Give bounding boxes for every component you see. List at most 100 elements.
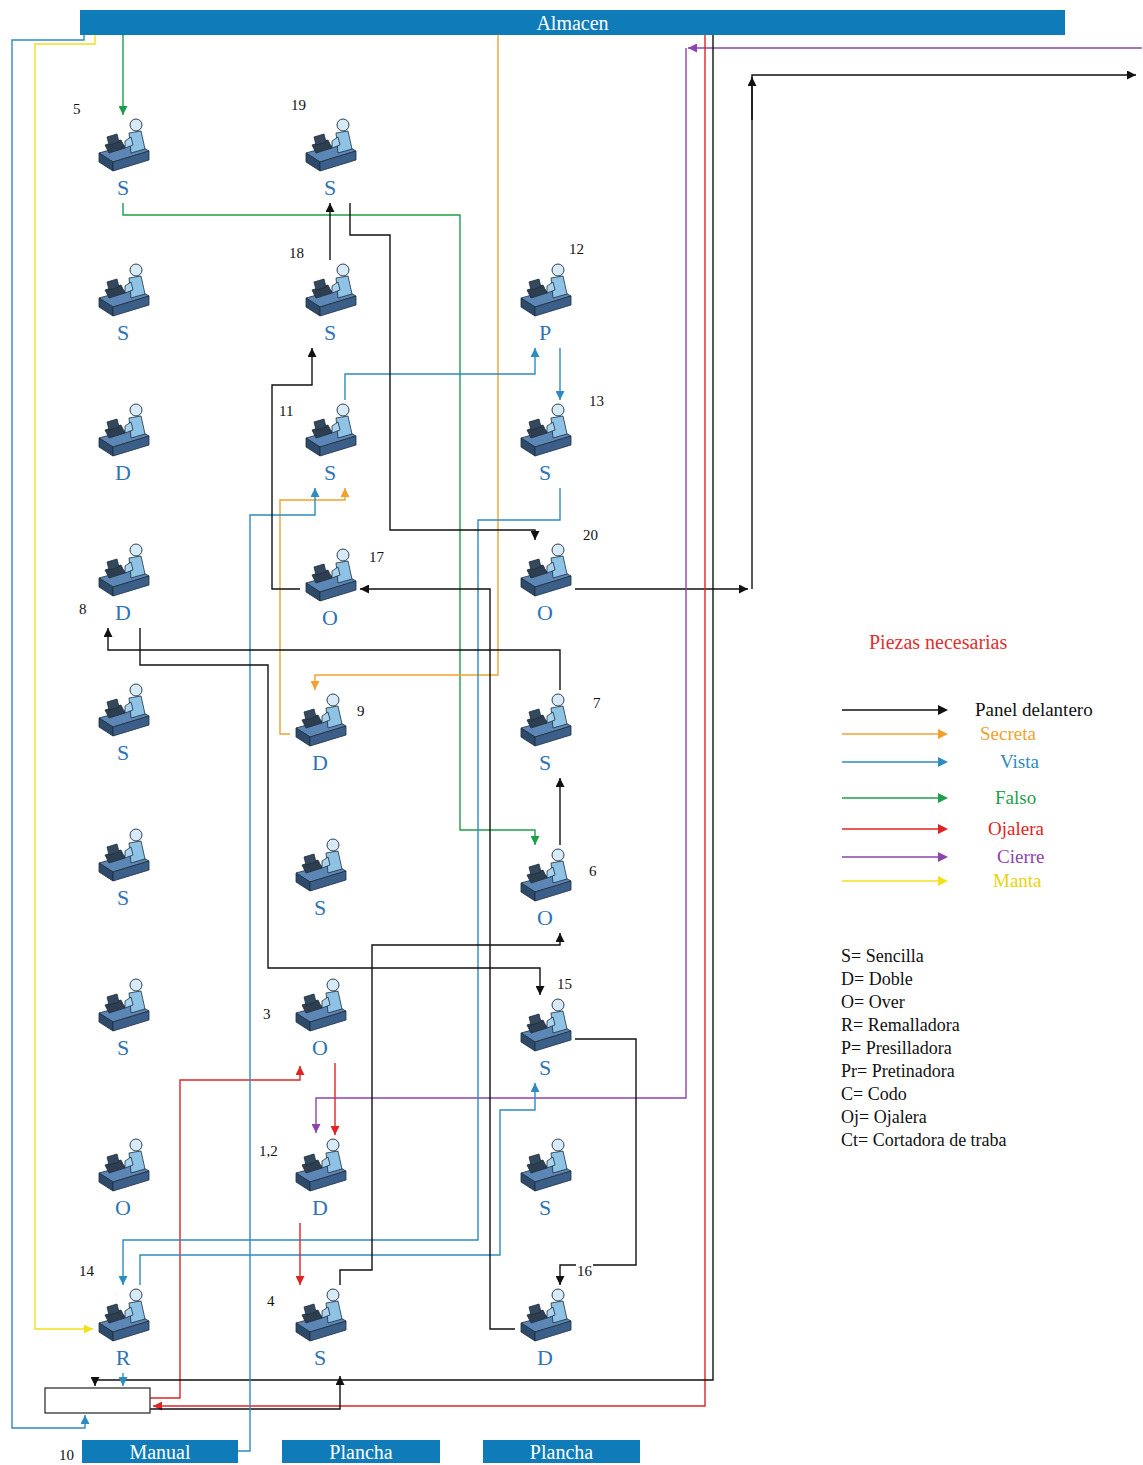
icon-part [113, 861, 149, 881]
icon-head [552, 694, 564, 706]
manual-table [45, 1388, 150, 1413]
flow-arrow [559, 778, 560, 845]
workstation: S [290, 835, 350, 923]
machine-type: D [537, 1345, 553, 1371]
icon-part [125, 137, 133, 148]
icon-part [306, 438, 320, 456]
area-band: Plancha [282, 1440, 440, 1463]
legend-text: Falso [995, 786, 1036, 810]
icon-part [107, 1154, 119, 1165]
workstation: S [300, 260, 360, 348]
workstation: S [93, 975, 153, 1063]
icon-part [535, 296, 571, 316]
sewing-station-icon [292, 835, 348, 895]
sewing-station-icon [292, 1135, 348, 1195]
machine-type: R [116, 1345, 131, 1371]
icon-head [552, 544, 564, 556]
icon-part [304, 994, 316, 1005]
workstation: S [300, 115, 360, 203]
icon-part [99, 1013, 113, 1031]
flow-arrow [559, 348, 560, 400]
legend-line [842, 761, 938, 763]
legend-text: Manta [993, 869, 1042, 893]
workstation: S [93, 260, 153, 348]
flow-arrow [350, 203, 535, 540]
icon-part [314, 134, 326, 145]
icon-part [314, 564, 326, 575]
icon-part [314, 279, 326, 290]
sewing-station-icon [517, 260, 573, 320]
icon-head [552, 999, 564, 1011]
icon-part [529, 419, 541, 430]
icon-part [547, 1307, 555, 1318]
icon-part [320, 436, 356, 456]
key-entry: O= Over [840, 991, 906, 1013]
workstation: O [300, 545, 360, 633]
legend-entry: Falso [842, 786, 1142, 810]
callout-number: 6 [588, 862, 598, 880]
icon-part [125, 1307, 133, 1318]
icon-part [125, 702, 133, 713]
icon-part [529, 864, 541, 875]
icon-part [304, 1154, 316, 1165]
icon-head [327, 694, 339, 706]
icon-part [99, 718, 113, 736]
machine-type: S [539, 460, 551, 486]
icon-part [99, 438, 113, 456]
legend-entry: Secreta [842, 722, 1142, 746]
callout-number: 8 [78, 600, 88, 618]
machine-type: S [117, 740, 129, 766]
icon-part [125, 282, 133, 293]
icon-part [113, 1171, 149, 1191]
machine-type: D [115, 600, 131, 626]
machine-type: S [539, 750, 551, 776]
callout-number: 5 [72, 100, 82, 118]
icon-part [521, 578, 535, 596]
callout-number: 1,2 [258, 1142, 279, 1160]
sewing-station-icon [95, 680, 151, 740]
icon-head [130, 264, 142, 276]
facing-wire [12, 35, 85, 1428]
icon-part [521, 883, 535, 901]
callout-number: 13 [588, 392, 605, 410]
icon-part [107, 699, 119, 710]
icon-head [552, 1289, 564, 1301]
key-entry: Ct= Cortadora de traba [840, 1129, 1008, 1151]
icon-part [535, 881, 571, 901]
sewing-station-icon [517, 1135, 573, 1195]
sewing-station-icon [302, 545, 358, 605]
workstation: S [515, 1135, 575, 1223]
legend-line [842, 828, 938, 830]
callout-number: 16 [576, 1262, 593, 1280]
legend-entry: Vista [842, 750, 1142, 774]
machine-type: D [312, 1195, 328, 1221]
icon-part [310, 871, 346, 891]
buttonhole-wire [150, 1066, 300, 1398]
icon-part [296, 1173, 310, 1191]
machine-type: S [314, 1345, 326, 1371]
callout-number: 14 [78, 1262, 95, 1280]
icon-part [521, 1323, 535, 1341]
legend-swatch [842, 756, 950, 768]
zipper-wire [688, 47, 1142, 48]
icon-part [547, 1157, 555, 1168]
icon-head [337, 404, 349, 416]
flow-arrow [123, 488, 560, 1285]
icon-part [113, 296, 149, 316]
buttonhole-wire [153, 35, 705, 1406]
key-entry: R= Remalladora [840, 1014, 961, 1036]
icon-part [113, 436, 149, 456]
icon-part [99, 1173, 113, 1191]
icon-part [113, 716, 149, 736]
icon-part [529, 1014, 541, 1025]
machine-type: O [537, 905, 553, 931]
flow-arrow [272, 348, 312, 589]
workstation: S [93, 825, 153, 913]
icon-part [296, 873, 310, 891]
icon-part [521, 1033, 535, 1051]
exit-wire [751, 77, 752, 120]
legend-line [842, 880, 938, 882]
icon-part [99, 863, 113, 881]
icon-part [304, 1304, 316, 1315]
